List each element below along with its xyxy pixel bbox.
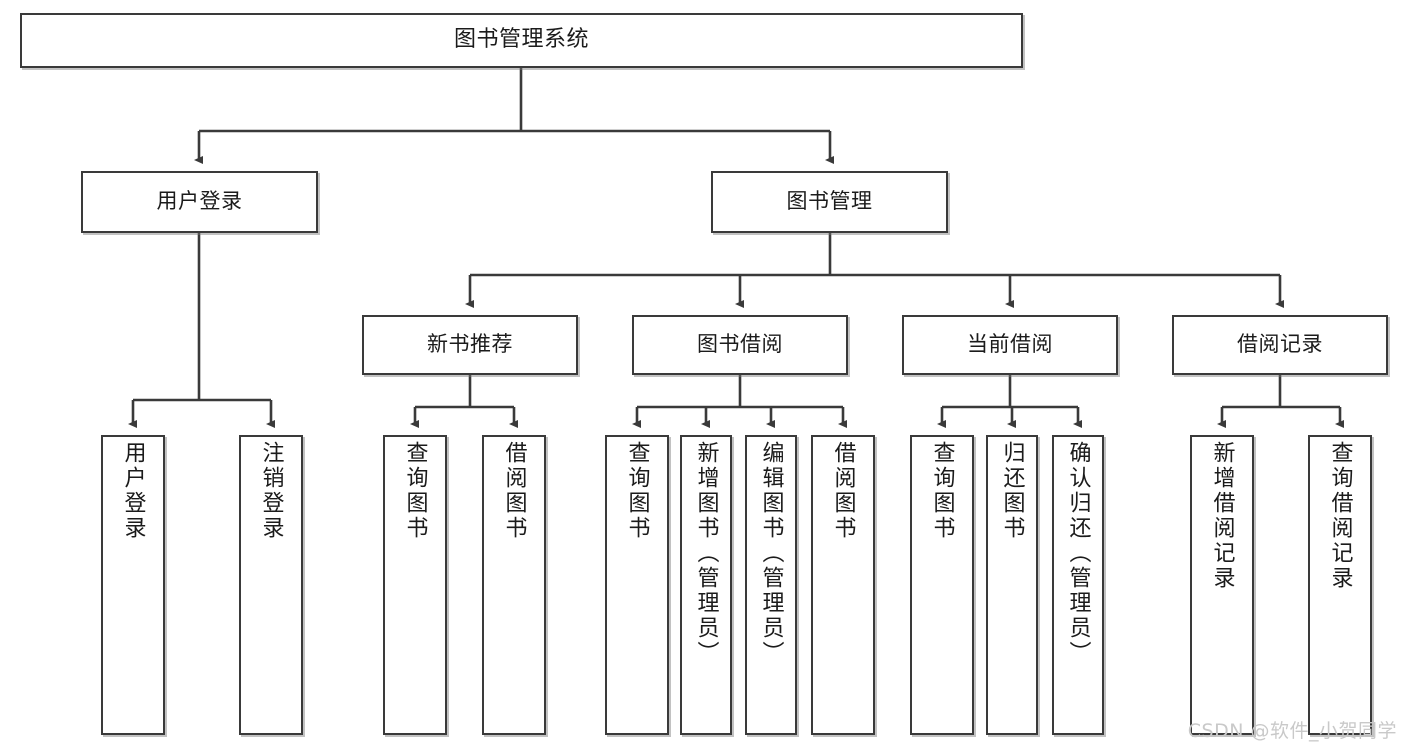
node-leaf-rec-borrow-label: 借阅图书 bbox=[501, 441, 527, 541]
node-book-manage[interactable]: 图书管理 bbox=[711, 171, 948, 233]
node-borrow-record[interactable]: 借阅记录 bbox=[1172, 315, 1388, 375]
node-new-book-rec-label: 新书推荐 bbox=[427, 332, 513, 357]
node-leaf-cur-query[interactable]: 查询图书 bbox=[910, 435, 974, 735]
node-current-borrow[interactable]: 当前借阅 bbox=[902, 315, 1118, 375]
node-root-label: 图书管理系统 bbox=[453, 27, 589, 53]
node-leaf-borrow-add-label: 新增图书（管理员） bbox=[693, 441, 719, 666]
node-leaf-rec-query2[interactable]: 查询借阅记录 bbox=[1308, 435, 1372, 735]
node-leaf-user-logout[interactable]: 注销登录 bbox=[239, 435, 303, 735]
node-leaf-cur-confirm-label: 确认归还（管理员） bbox=[1065, 441, 1091, 666]
node-leaf-borrow-lend-label: 借阅图书 bbox=[830, 441, 856, 541]
node-user-login-label: 用户登录 bbox=[156, 189, 243, 214]
node-leaf-rec-add[interactable]: 新增借阅记录 bbox=[1190, 435, 1254, 735]
node-leaf-rec-query-label: 查询图书 bbox=[402, 441, 428, 541]
node-leaf-borrow-query-label: 查询图书 bbox=[624, 441, 650, 541]
node-user-login[interactable]: 用户登录 bbox=[81, 171, 318, 233]
node-leaf-borrow-add[interactable]: 新增图书（管理员） bbox=[680, 435, 732, 735]
node-book-borrow-label: 图书借阅 bbox=[697, 332, 783, 357]
node-leaf-user-login[interactable]: 用户登录 bbox=[101, 435, 165, 735]
node-leaf-user-login-label: 用户登录 bbox=[120, 441, 146, 541]
node-current-borrow-label: 当前借阅 bbox=[967, 332, 1053, 357]
node-book-borrow[interactable]: 图书借阅 bbox=[632, 315, 848, 375]
node-leaf-borrow-lend[interactable]: 借阅图书 bbox=[811, 435, 875, 735]
node-leaf-rec-query[interactable]: 查询图书 bbox=[383, 435, 447, 735]
node-leaf-cur-query-label: 查询图书 bbox=[929, 441, 955, 541]
node-borrow-record-label: 借阅记录 bbox=[1237, 332, 1323, 357]
node-leaf-user-logout-label: 注销登录 bbox=[258, 441, 284, 541]
watermark-text: CSDN @软件_小贺同学 bbox=[1187, 720, 1397, 742]
node-leaf-rec-query2-label: 查询借阅记录 bbox=[1327, 441, 1353, 591]
node-new-book-rec[interactable]: 新书推荐 bbox=[362, 315, 578, 375]
node-leaf-borrow-edit[interactable]: 编辑图书（管理员） bbox=[745, 435, 797, 735]
node-leaf-rec-add-label: 新增借阅记录 bbox=[1209, 441, 1235, 591]
node-root[interactable]: 图书管理系统 bbox=[20, 13, 1023, 68]
node-leaf-borrow-query[interactable]: 查询图书 bbox=[605, 435, 669, 735]
node-leaf-rec-borrow[interactable]: 借阅图书 bbox=[482, 435, 546, 735]
node-leaf-cur-confirm[interactable]: 确认归还（管理员） bbox=[1052, 435, 1104, 735]
node-leaf-borrow-edit-label: 编辑图书（管理员） bbox=[758, 441, 784, 666]
node-book-manage-label: 图书管理 bbox=[786, 189, 873, 214]
node-leaf-cur-return-label: 归还图书 bbox=[999, 441, 1025, 541]
node-leaf-cur-return[interactable]: 归还图书 bbox=[986, 435, 1038, 735]
